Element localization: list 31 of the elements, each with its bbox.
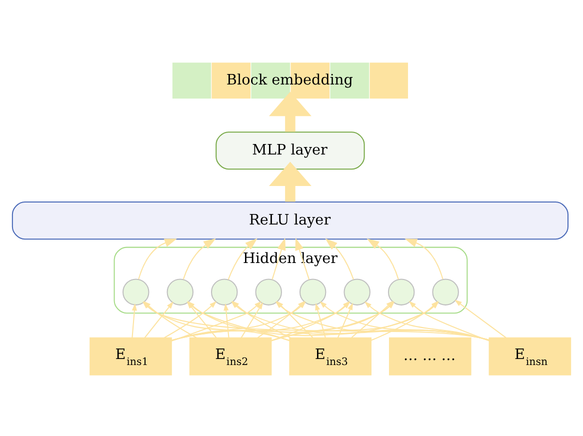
arrow: [408, 300, 490, 341]
arrow: [268, 161, 312, 202]
node-circle: [166, 278, 194, 305]
node-circle: [344, 278, 370, 305]
arrow: [325, 238, 354, 280]
node-circle: [255, 278, 282, 305]
arrow: [182, 238, 216, 279]
arrow: [240, 302, 264, 338]
arrow: [138, 238, 177, 279]
arrow: [454, 299, 506, 338]
arrow: [132, 302, 137, 338]
node-box: E$_{ins2}$: [189, 336, 272, 375]
arrow: [228, 238, 258, 280]
arrow: [315, 302, 326, 338]
node-circle: [432, 278, 459, 305]
node-box: E$_{ins1}$: [90, 336, 172, 375]
node-circle: [211, 278, 238, 305]
node-box: MLP layer: [216, 131, 365, 170]
arrow: [268, 91, 312, 132]
node-circle: [388, 278, 415, 305]
arrow: [404, 238, 444, 279]
arrow: [366, 238, 399, 279]
arrow: [295, 237, 310, 280]
node-circle: [122, 278, 150, 305]
node-box: … … …: [388, 336, 472, 375]
node-circle: [299, 278, 326, 305]
node-box: ReLU layer: [12, 201, 569, 240]
arrow: [224, 302, 230, 338]
node-box: E$_{insn}$: [488, 336, 572, 375]
node-box: E$_{ins3}$: [289, 336, 372, 375]
arrow: [272, 237, 286, 280]
